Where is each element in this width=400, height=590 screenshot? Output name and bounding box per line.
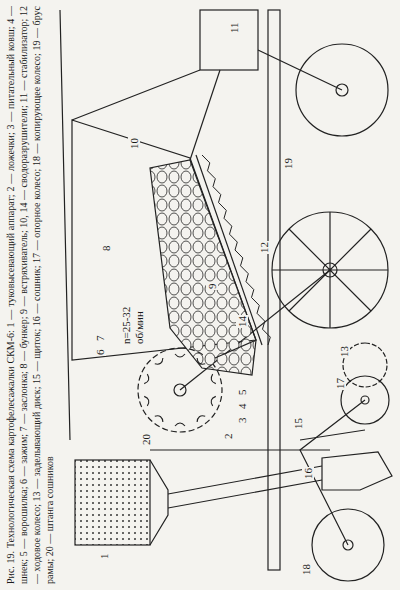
callout-number: 2 [222,433,234,441]
callout-number: 4 [236,403,248,411]
callout-number: 3 [236,417,248,425]
speed-note: об/мин [133,311,145,344]
callout-number: 5 [236,389,248,397]
callout-number: 1 [98,553,110,561]
callout-number: 17 [334,377,346,390]
ladle-cup [155,358,163,364]
callout-number: 7 [94,335,106,343]
ladle-cup [197,358,205,364]
callout-number: 16 [302,467,314,480]
callout-number: 10 [128,137,140,150]
ladle-cup [144,374,149,384]
ladle-cup [197,416,205,422]
ladle-cup [175,423,185,426]
callout-number: 14 [236,315,248,328]
ladle-cup [211,396,216,406]
callout-number: 20 [140,433,152,446]
callout-number: 8 [100,245,112,253]
speed-note: n=25-32 [120,307,132,344]
ladle-cup [144,396,149,406]
callout-number: 6 [94,349,106,357]
callout-number: 11 [228,21,240,34]
callout-number: 15 [292,417,304,430]
figure-caption: Рис. 19. Технологическая схема картофеле… [4,6,56,584]
callout-number: 13 [338,345,350,358]
callout-number: 9 [206,283,218,291]
shaker-zigzag [202,155,270,345]
ladle-cup [155,416,163,422]
ladle-cup [211,374,216,384]
callout-number: 18 [300,563,312,576]
ladle-cup [175,354,185,357]
callout-number: 12 [258,241,270,254]
callout-number: 19 [282,157,294,170]
